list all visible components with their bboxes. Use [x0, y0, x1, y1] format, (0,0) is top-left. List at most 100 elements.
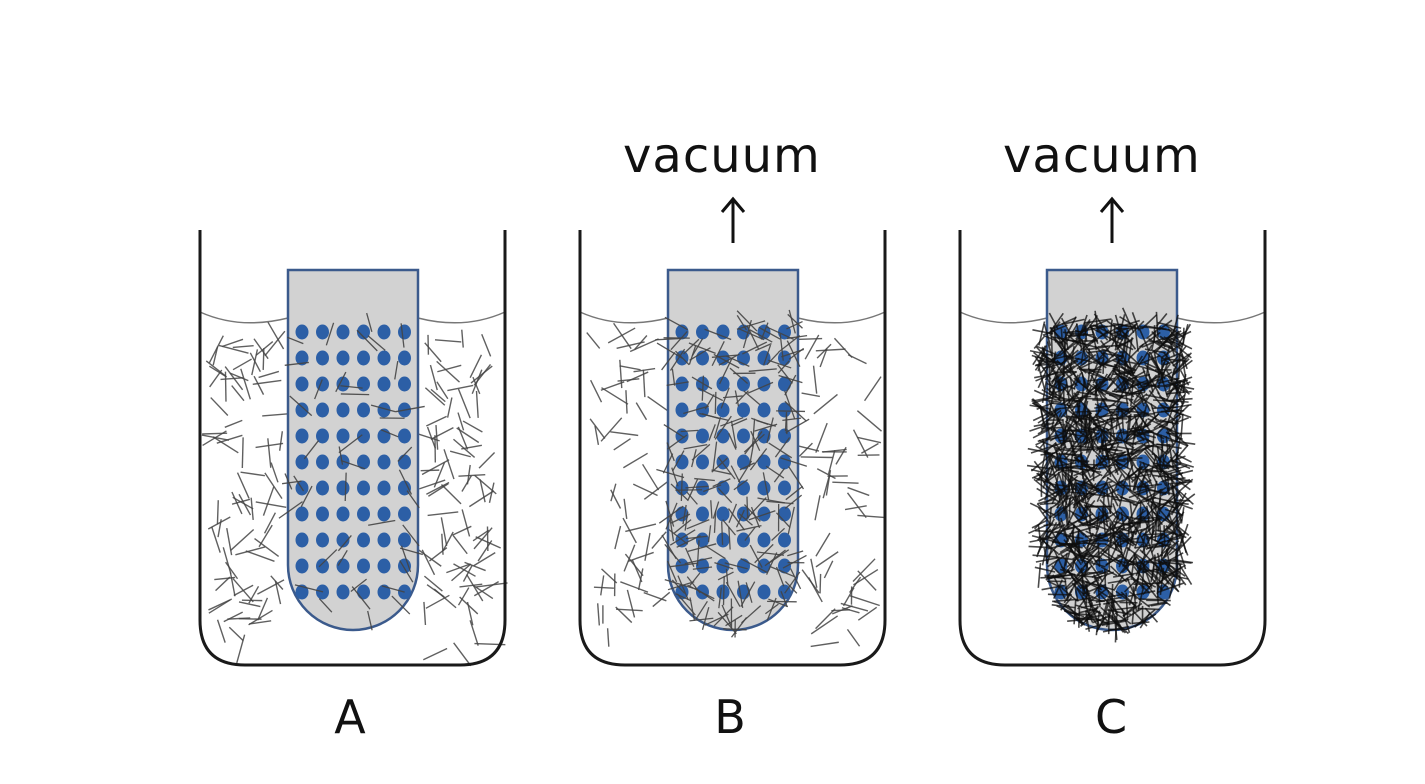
dot — [737, 533, 750, 548]
dot — [316, 533, 329, 548]
dot — [316, 507, 329, 522]
fiber — [242, 437, 243, 468]
fiber — [1038, 563, 1040, 588]
fiber — [280, 431, 283, 450]
fiber — [857, 437, 881, 442]
vacuum-arrow-icon — [1101, 199, 1123, 243]
fiber — [865, 377, 881, 401]
fiber — [847, 493, 866, 518]
dot — [296, 403, 309, 418]
dot — [357, 559, 370, 574]
fiber — [430, 365, 437, 390]
dot — [296, 325, 309, 340]
fiber — [268, 438, 271, 467]
dot — [676, 403, 689, 418]
fiber — [594, 587, 614, 588]
fiber — [816, 423, 827, 452]
fiber — [857, 515, 885, 517]
fiber — [230, 572, 235, 596]
fiber — [232, 386, 244, 401]
fiber — [814, 394, 838, 413]
fiber — [1090, 326, 1107, 327]
fiber — [345, 473, 346, 501]
dot — [778, 533, 791, 548]
dot — [316, 325, 329, 340]
fiber — [816, 552, 838, 567]
dot — [398, 533, 411, 548]
fiber — [722, 521, 723, 545]
dot — [357, 351, 370, 366]
fiber — [225, 420, 242, 427]
fiber — [614, 439, 631, 450]
fiber — [623, 518, 636, 543]
fiber — [265, 473, 282, 499]
fiber — [1112, 584, 1113, 606]
dot — [717, 507, 730, 522]
fiber — [636, 403, 646, 420]
fiber — [263, 348, 264, 370]
fiber — [462, 476, 471, 492]
fiber — [436, 425, 438, 450]
fiber — [454, 643, 471, 666]
fiber — [202, 433, 227, 434]
liquid-surface-right — [1177, 312, 1265, 323]
fiber — [816, 609, 836, 629]
dot — [398, 351, 411, 366]
fiber — [209, 599, 232, 613]
vacuum-arrow-icon — [722, 199, 744, 243]
fiber — [232, 499, 250, 504]
fiber — [233, 579, 253, 602]
fiber — [250, 353, 260, 372]
fiber — [820, 574, 821, 594]
fiber — [341, 394, 369, 395]
dot — [337, 481, 350, 496]
dot — [398, 377, 411, 392]
dot — [378, 481, 391, 496]
fiber — [229, 627, 243, 640]
fiber — [441, 484, 461, 503]
dot — [337, 325, 350, 340]
fiber — [811, 642, 839, 646]
dot — [337, 507, 350, 522]
fiber — [587, 333, 600, 349]
dot — [357, 533, 370, 548]
dot — [357, 429, 370, 444]
fiber — [265, 513, 276, 534]
dot — [316, 403, 329, 418]
dot — [296, 533, 309, 548]
fiber — [447, 385, 473, 390]
dot — [296, 507, 309, 522]
dot — [378, 507, 391, 522]
fiber — [811, 616, 837, 634]
fiber — [458, 389, 470, 418]
fiber — [652, 532, 666, 549]
fiber — [448, 398, 452, 418]
fiber — [217, 500, 218, 524]
fiber — [848, 355, 866, 364]
dot — [316, 455, 329, 470]
fiber — [218, 620, 226, 643]
dot — [378, 533, 391, 548]
fiber — [426, 595, 450, 608]
fiber — [233, 359, 252, 370]
fiber — [610, 432, 638, 436]
fiber — [747, 497, 748, 519]
fiber — [474, 553, 496, 566]
fiber — [246, 551, 275, 561]
dot — [296, 377, 309, 392]
fiber — [1181, 414, 1183, 440]
dot — [717, 585, 730, 600]
fiber — [479, 452, 495, 468]
dot — [316, 351, 329, 366]
fiber — [848, 488, 870, 496]
fiber — [263, 487, 273, 516]
dot — [378, 325, 391, 340]
fiber — [816, 533, 830, 556]
fiber — [428, 512, 459, 516]
fiber — [437, 361, 460, 382]
fiber — [259, 371, 279, 377]
vacuum-label-c: vacuum — [1003, 128, 1201, 184]
panel-label-b: B — [700, 690, 760, 744]
dot — [357, 403, 370, 418]
